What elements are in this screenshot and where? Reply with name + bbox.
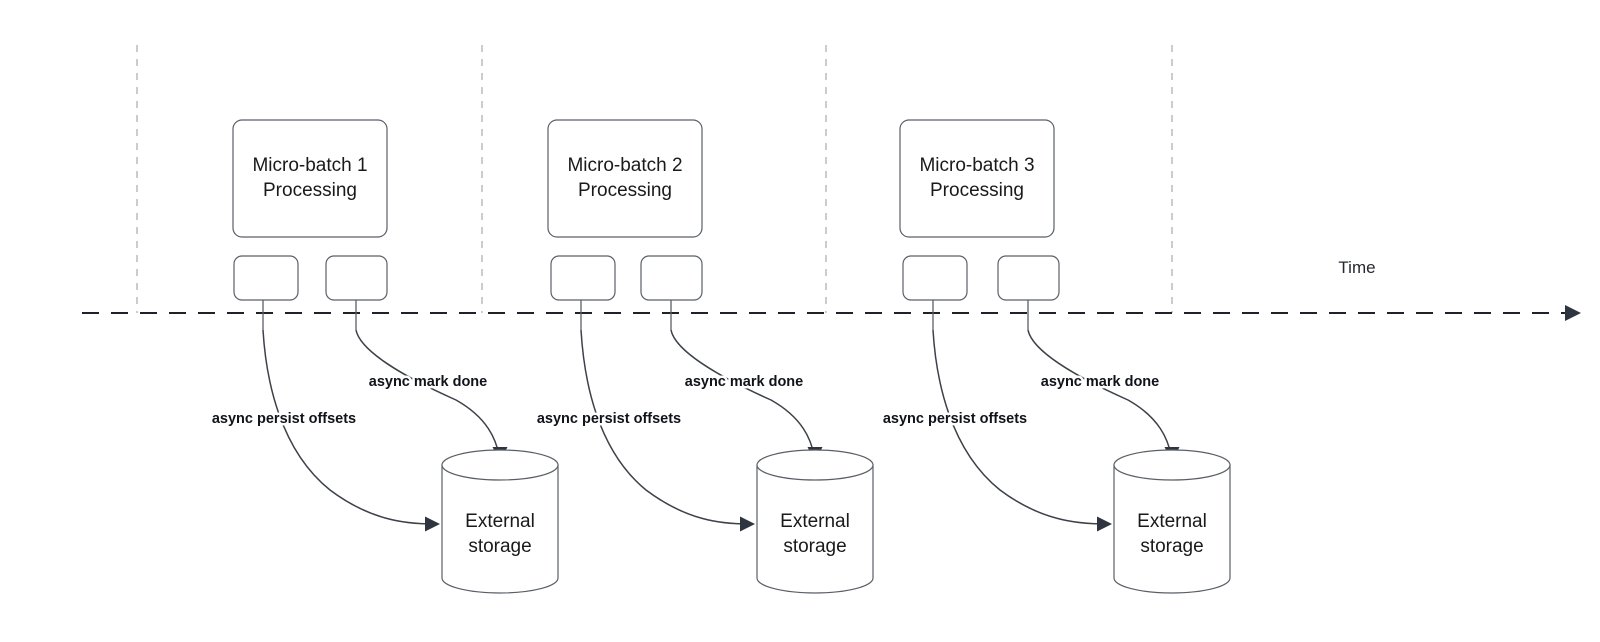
micro-batch-1-processing-line2: Processing: [263, 180, 357, 201]
async-persist-offsets-1-label-halo: async persist offsets: [212, 411, 356, 427]
async-mark-done-2-label-halo: async mark done: [685, 374, 803, 390]
external-storage-1-line1: External: [465, 511, 535, 532]
edge-labels: async persist offsets async persist offse…: [209, 372, 1161, 430]
async-persist-offsets-2-arrowhead: [740, 516, 755, 532]
async-persist-offsets-3-path: [932, 329, 1107, 525]
async-mark-done-3-label-halo: async mark done: [1041, 374, 1159, 390]
async-persist-offsets-2-label: async persist offsets: [537, 411, 681, 427]
async-persist-offsets-2-label-halo: async persist offsets: [537, 411, 681, 427]
async-mark-done-2-label: async mark done: [685, 374, 803, 390]
async-mark-done-2-path: [670, 329, 815, 456]
micro-batch-1-processing: Micro-batch 1 Processing: [232, 119, 388, 238]
external-storage-2-line2: storage: [783, 536, 846, 557]
micro-batch-3-processing-line2: Processing: [930, 180, 1024, 201]
external-storage-3-line1: External: [1137, 511, 1207, 532]
micro-batch-1-processing-line1: Micro-batch 1: [252, 155, 367, 176]
micro-batch-3-processing-line1: Micro-batch 3: [919, 155, 1034, 176]
external-storage-1-line2: storage: [468, 536, 531, 557]
micro-batch-2-processing-rect: [547, 119, 703, 238]
external-storage-3-body: [1113, 464, 1231, 594]
external-storage-2: External storage: [756, 449, 874, 594]
time-axis-label: Time: [1338, 258, 1375, 277]
external-storage-2-body: [756, 464, 874, 594]
async-mark-done-1-label: async mark done: [369, 374, 487, 390]
external-storage-1-top-ellipse: [441, 449, 559, 481]
micro-batch-1-processing-rect: [232, 119, 388, 238]
external-storage-1: External storage: [441, 449, 559, 594]
external-storage-1-body: [441, 464, 559, 594]
task-box-1b: [325, 255, 388, 301]
external-storage-2-top-ellipse: [756, 449, 874, 481]
micro-batch-3-processing: Micro-batch 3 Processing: [899, 119, 1055, 238]
task-box-3b: [997, 255, 1060, 301]
external-storage-3-top-ellipse: [1113, 449, 1231, 481]
async-mark-done-1-path: [355, 329, 500, 456]
async-persist-offsets-1-path: [262, 329, 435, 525]
async-mark-done-1-label-halo: async mark done: [369, 374, 487, 390]
flow-edges: [262, 300, 1180, 532]
async-mark-done-3-path: [1027, 329, 1172, 456]
async-persist-offsets-3-arrowhead: [1097, 516, 1112, 532]
async-persist-offsets-3-label: async persist offsets: [883, 411, 1027, 427]
external-storage-3: External storage: [1113, 449, 1231, 594]
micro-batch-2-processing-line1: Micro-batch 2: [567, 155, 682, 176]
guide-lines: [136, 45, 1173, 313]
async-mark-done-3-label: async mark done: [1041, 374, 1159, 390]
external-storage-2-line1: External: [780, 511, 850, 532]
async-persist-offsets-3-label-halo: async persist offsets: [883, 411, 1027, 427]
async-persist-offsets-1-label: async persist offsets: [212, 411, 356, 427]
task-box-2b: [640, 255, 703, 301]
async-persist-offsets-2-path: [580, 329, 750, 525]
micro-batch-3-processing-rect: [899, 119, 1055, 238]
time-axis: Time: [82, 258, 1581, 321]
task-box-3a: [902, 255, 968, 301]
external-storage-3-line2: storage: [1140, 536, 1203, 557]
micro-batch-2-processing: Micro-batch 2 Processing: [547, 119, 703, 238]
task-box-2a: [550, 255, 616, 301]
async-persist-offsets-1-arrowhead: [425, 516, 440, 532]
time-axis-arrowhead: [1565, 305, 1581, 321]
task-box-1a: [233, 255, 299, 301]
micro-batch-2-processing-line2: Processing: [578, 180, 672, 201]
